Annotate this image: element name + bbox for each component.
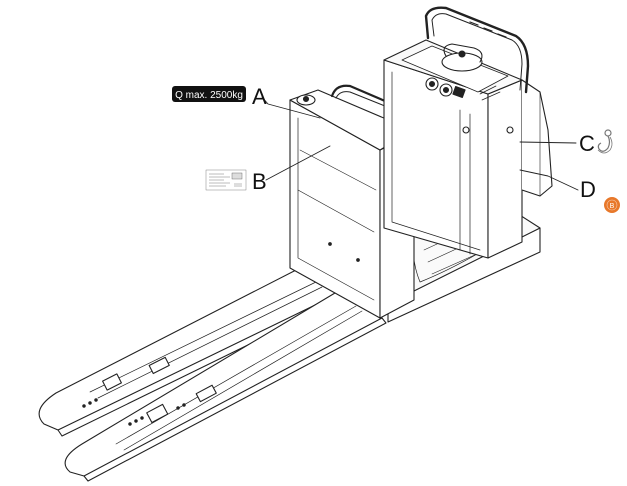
- fork-right: [64, 289, 387, 482]
- orange-badge-text: B: [610, 203, 615, 210]
- label-c: C: [579, 131, 595, 156]
- lifting-hook-icon: [597, 129, 613, 154]
- capacity-tag: Q max. 2500kg: [172, 86, 246, 102]
- capacity-tag-text: Q max. 2500kg: [175, 90, 243, 101]
- orange-circle-badge-icon: B: [604, 197, 620, 213]
- label-b: B: [252, 169, 267, 194]
- label-d: D: [580, 177, 596, 202]
- label-a: A: [252, 84, 267, 109]
- fork-left: [38, 267, 353, 437]
- rating-plate-icon: [205, 169, 247, 191]
- drive-unit: [383, 6, 553, 259]
- leader-lines: [261, 96, 579, 191]
